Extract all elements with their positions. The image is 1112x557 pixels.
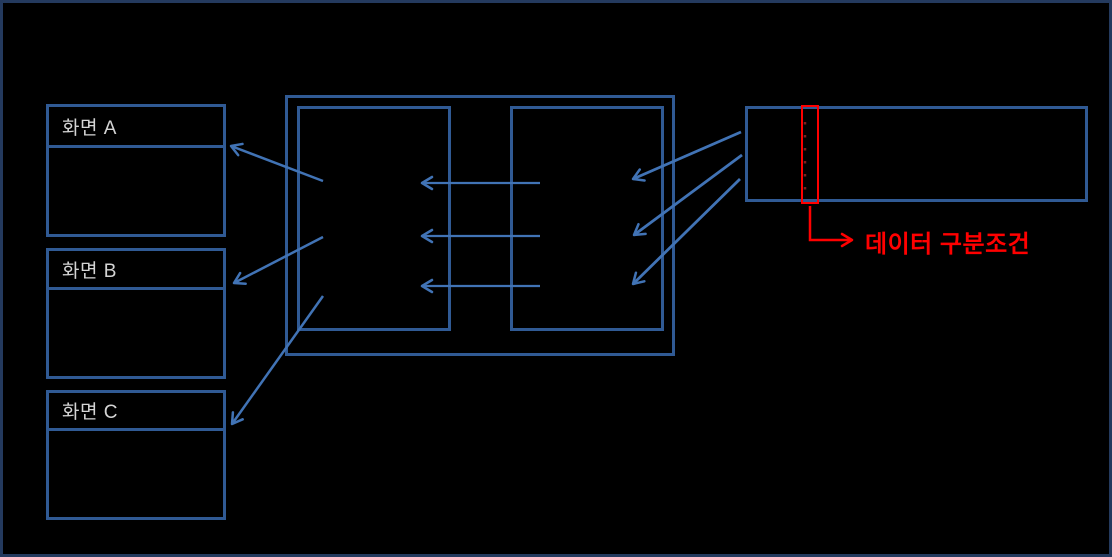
screen-a-label: 화면 A bbox=[62, 117, 117, 139]
screen-a-header: 화면 A bbox=[49, 107, 223, 148]
mapping-right-panel-box bbox=[510, 106, 664, 331]
data-source-box bbox=[745, 106, 1088, 202]
screen-b-header: 화면 B bbox=[49, 251, 223, 290]
screen-c-header: 화면 C bbox=[49, 393, 223, 431]
annotation-connector-arrow-icon bbox=[808, 206, 854, 248]
screen-b-label: 화면 B bbox=[62, 260, 117, 282]
highlight-column-box bbox=[801, 105, 819, 204]
screen-a-box: 화면 A bbox=[46, 104, 226, 237]
screen-b-box: 화면 B bbox=[46, 248, 226, 379]
mapping-left-panel-box bbox=[297, 106, 451, 331]
screen-c-box: 화면 C bbox=[46, 390, 226, 520]
screen-c-label: 화면 C bbox=[62, 402, 118, 423]
annotation-label: 데이터 구분조건 bbox=[865, 231, 1031, 258]
